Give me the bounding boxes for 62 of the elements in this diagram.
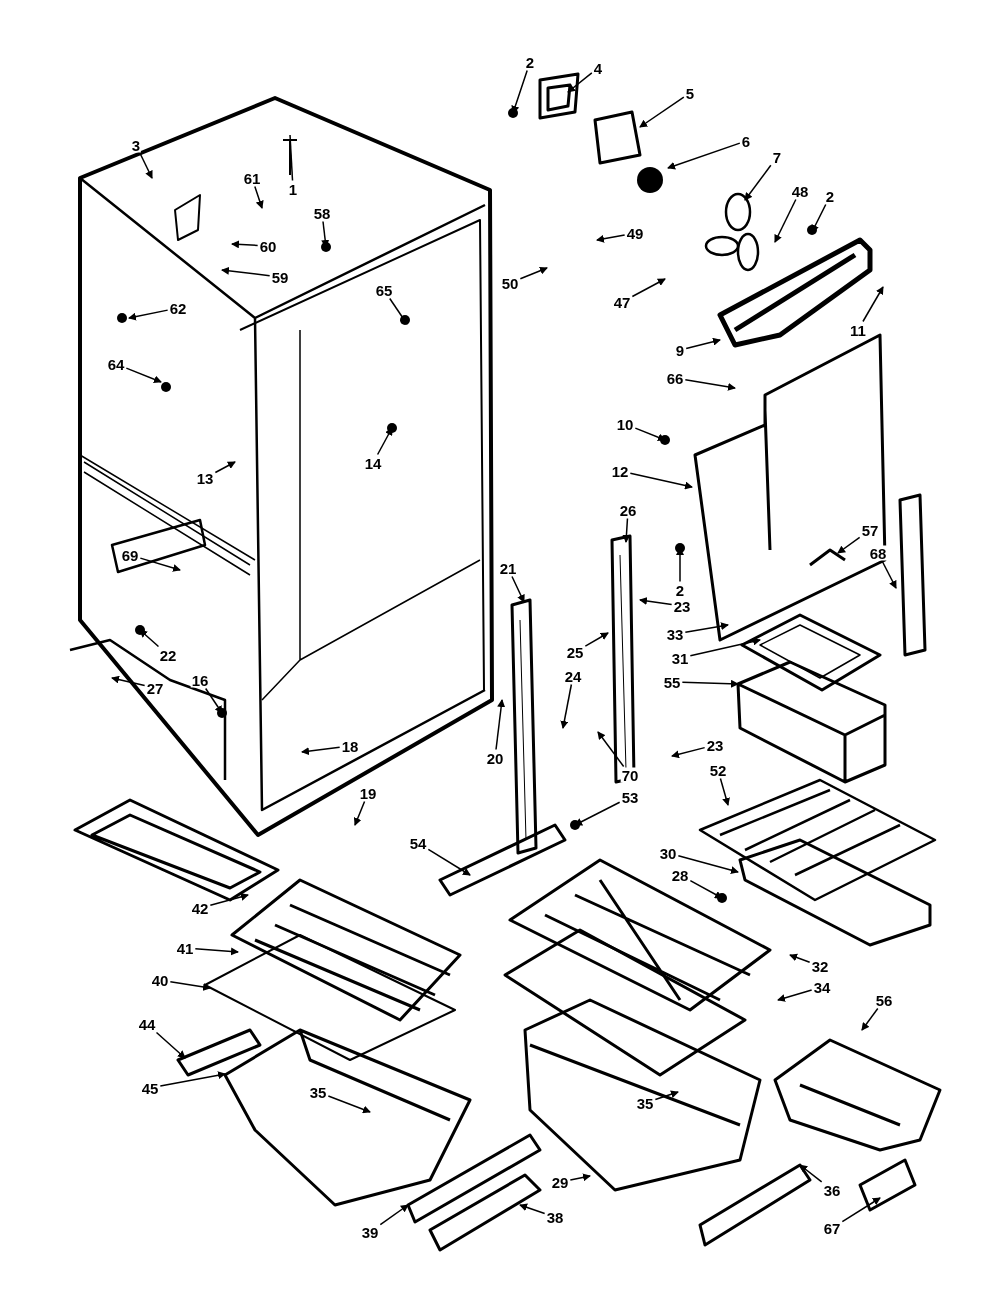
leader-line — [777, 989, 813, 1002]
leader-line — [799, 1164, 823, 1183]
leader-line — [567, 72, 593, 93]
leader-line — [684, 378, 736, 391]
leader-line — [519, 1203, 546, 1215]
leader-line — [209, 892, 249, 906]
leader-line — [685, 337, 721, 350]
leader-line — [511, 575, 525, 603]
leader-line — [584, 632, 609, 647]
leader-line — [327, 1095, 371, 1114]
leader-line — [128, 309, 169, 321]
leader-line — [194, 947, 239, 956]
leader-line — [379, 1204, 409, 1226]
leader-line — [596, 234, 626, 243]
leader-line — [671, 746, 706, 759]
leader-line — [139, 629, 160, 648]
leader-line — [789, 953, 811, 963]
leader-line — [861, 1007, 879, 1031]
leader-line — [574, 801, 621, 826]
leader-line — [111, 675, 146, 687]
leader-line — [862, 286, 884, 323]
leader-line — [719, 777, 730, 806]
leader-line — [597, 731, 625, 768]
callout-number: 68 — [868, 545, 888, 561]
leader-line — [214, 461, 236, 474]
leader-line — [639, 597, 673, 606]
leader-line — [139, 557, 181, 572]
leader-line — [139, 152, 153, 179]
leader-line — [622, 517, 631, 543]
leader-line — [155, 1031, 186, 1059]
leader-line — [221, 266, 271, 277]
leader-line — [376, 427, 393, 456]
leader-line — [667, 142, 741, 170]
leader-line — [169, 980, 211, 991]
leader-line — [681, 679, 739, 688]
leader-line — [881, 560, 897, 589]
leader-line — [689, 637, 761, 657]
leader-line — [519, 266, 548, 280]
leader-line — [569, 1173, 591, 1182]
leader-line — [654, 1090, 679, 1101]
leader-line — [389, 297, 408, 325]
leader-line — [254, 185, 264, 209]
leader-line — [495, 699, 506, 751]
leader-line — [353, 800, 366, 826]
leader-line — [159, 1071, 226, 1087]
leader-line — [639, 96, 685, 128]
leader-line — [560, 683, 573, 729]
callout-number: 70 — [620, 767, 640, 783]
leader-line — [837, 536, 861, 554]
leader-line — [689, 879, 723, 899]
leader-line — [125, 367, 162, 384]
leader-line — [774, 198, 797, 243]
leader-line — [841, 1197, 881, 1223]
leader-line — [204, 687, 223, 714]
leader-line — [631, 278, 666, 298]
leader-line — [427, 848, 471, 876]
leader-line — [289, 134, 294, 182]
leader-line — [684, 622, 729, 633]
leader-line — [744, 164, 772, 201]
leader-line — [677, 855, 739, 875]
leader-line — [301, 746, 341, 756]
leader-line — [629, 472, 693, 490]
